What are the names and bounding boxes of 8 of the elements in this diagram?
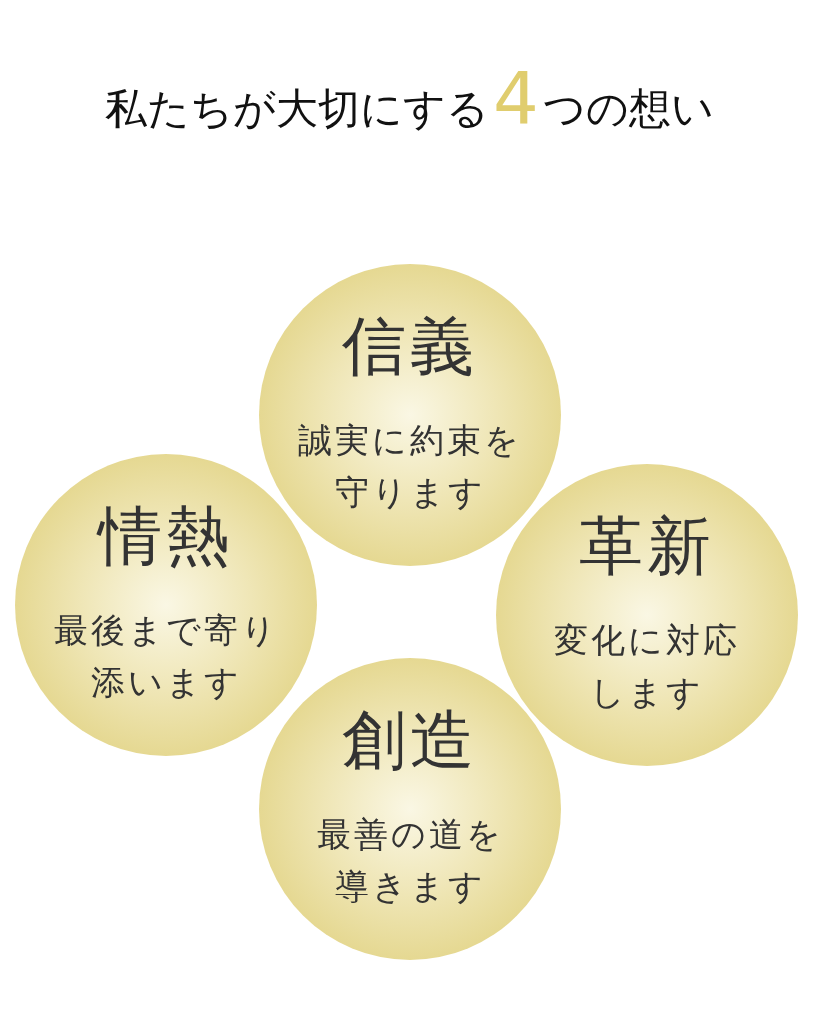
value-heading: 革新 — [578, 508, 716, 584]
value-description: 最後まで寄り添います — [53, 609, 279, 704]
value-description: 変化に対応します — [553, 619, 741, 714]
value-description: 最善の道を導きます — [315, 813, 505, 908]
value-heading: 信義 — [341, 308, 479, 384]
value-description: 誠実に約束を守ります — [297, 419, 523, 514]
value-heading: 情熱 — [95, 498, 235, 574]
value-heading: 創造 — [341, 702, 479, 778]
